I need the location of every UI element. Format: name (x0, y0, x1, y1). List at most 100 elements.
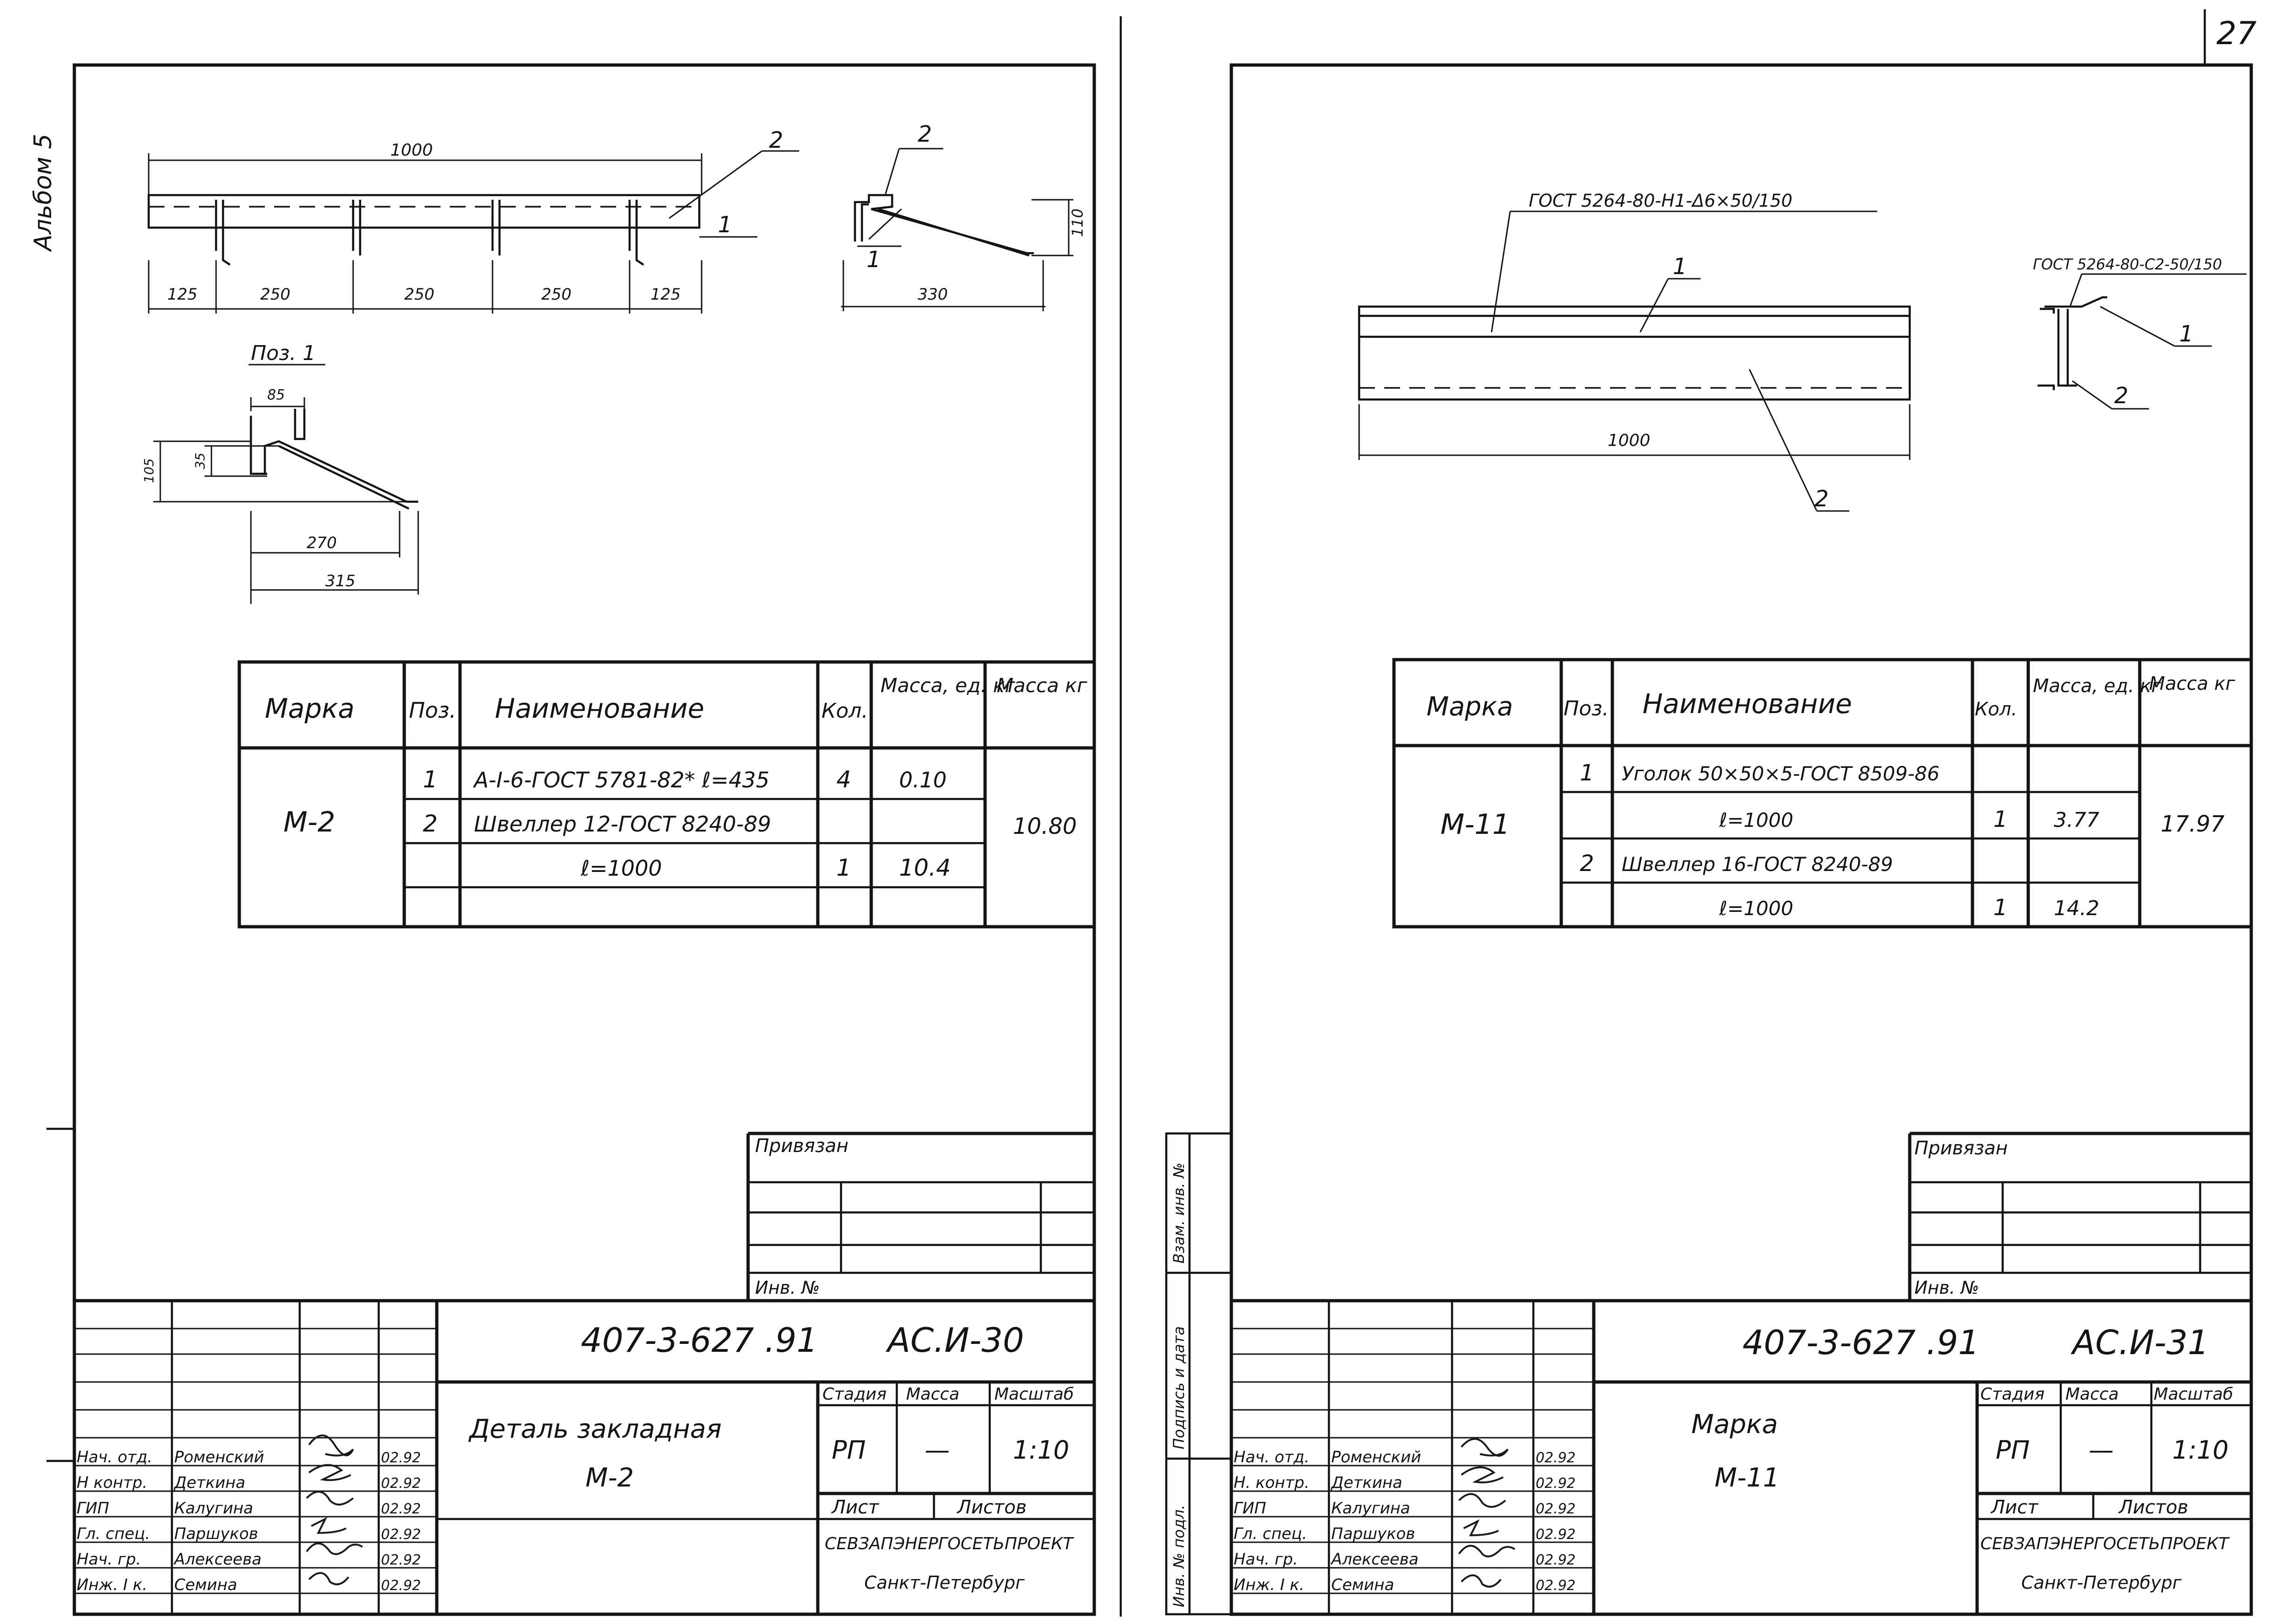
left-spec-rows: 1 А-I-6-ГОСТ 5781-82* ℓ=435 4 0.10 2 Шве… (423, 766, 951, 881)
spec-row-pos: 2 (423, 810, 438, 837)
spec-header-pos: Поз. (1564, 697, 1609, 720)
right-sheet: Взам. инв. № Подпись и дата Инв. № подл.… (1165, 63, 2253, 1616)
spec-header-qty: Кол. (1975, 699, 2017, 720)
dim-seg-3: 250 (404, 285, 434, 304)
title-mass-label: Масса (906, 1385, 960, 1404)
right-side-stamp (1165, 1132, 1233, 1616)
spec-row-name: ℓ=1000 (580, 856, 662, 881)
title-org: СЕВЗАПЭНЕРГОСЕТЬПРОЕКТ (825, 1534, 1074, 1553)
left-title-block (74, 1299, 1094, 1614)
title-mass: — (2089, 1435, 2114, 1465)
spec-header-unit-mass: Масса, ед. кг (881, 674, 1016, 697)
spec-row-name: Уголок 50×50×5-ГОСТ 8509-86 (1622, 762, 1939, 785)
spec-header-name: Наименование (1643, 688, 1852, 720)
title-line-2: М-2 (585, 1463, 634, 1493)
dim-seg-1: 125 (167, 285, 197, 304)
list-item: Нач. отд. Роменский 02.92 (1234, 1448, 1576, 1467)
spec-row-unit-mass: 3.77 (2054, 808, 2099, 832)
spec-row-pos: 2 (1580, 851, 1594, 877)
left-binding-box (746, 1132, 1094, 1301)
title-sheets-label: Листов (2118, 1497, 2188, 1518)
table-row: ℓ=1000 1 14.2 (1719, 895, 2099, 921)
right-spec-table (1392, 658, 2253, 929)
title-sheet-label: Лист (831, 1497, 880, 1518)
staff-role: ГИП (77, 1499, 109, 1518)
spec-row-unit-mass: 14.2 (2054, 897, 2099, 920)
spec-row-unit-mass: 0.10 (899, 767, 947, 792)
table-row: 1 Уголок 50×50×5-ГОСТ 8509-86 (1580, 760, 1939, 786)
binding-label: Привязан (755, 1135, 848, 1157)
staff-date: 02.92 (1536, 1450, 1576, 1466)
list-item: Инж. I к. Семина 02.92 (1234, 1576, 1576, 1594)
spec-row-name: Швеллер 12-ГОСТ 8240-89 (474, 812, 771, 837)
spec-header-name: Наименование (495, 693, 704, 724)
spec-row-qty: 1 (1993, 895, 2008, 921)
table-row: 2 Швеллер 12-ГОСТ 8240-89 (423, 810, 771, 837)
staff-date: 02.92 (381, 1552, 421, 1568)
plan-callout-1: 1 (1673, 254, 1687, 280)
page-frame (46, 9, 2206, 1617)
right-staff-list: Нач. отд. Роменский 02.92 Н. контр. Детк… (1234, 1448, 1576, 1594)
title-code: 407-3-627 .91 (581, 1321, 818, 1360)
title-code: 407-3-627 .91 (1742, 1323, 1979, 1362)
right-title-block (1231, 1299, 2251, 1614)
staff-role: Н. контр. (1234, 1473, 1309, 1492)
title-scale-label: Масштаб (994, 1385, 1074, 1404)
list-item: ГИП Калугина 02.92 (1234, 1499, 1576, 1518)
spec-row-unit-mass: 10.4 (899, 854, 951, 881)
staff-role: Нач. отд. (77, 1448, 152, 1467)
staff-role: Нач. гр. (77, 1550, 141, 1569)
dim-seg-5: 125 (651, 285, 681, 304)
table-row: ℓ=1000 1 10.4 (580, 854, 951, 881)
page-number: 27 (2216, 15, 2257, 52)
gost-top: ГОСТ 5264-80-Н1-Δ6×50/150 (1529, 190, 1793, 211)
dim-overall: 1000 (390, 141, 433, 160)
staff-date: 02.92 (1536, 1501, 1576, 1517)
spec-row-qty: 4 (836, 766, 851, 793)
spec-header-mass: Масса кг (2149, 673, 2235, 694)
left-staff-list: Нач. отд. Роменский 02.92 Н контр. Детки… (77, 1448, 421, 1594)
title-city: Санкт-Петербург (2021, 1572, 2182, 1593)
spec-mark: М-11 (1440, 808, 1510, 841)
staff-name: Роменский (1331, 1448, 1421, 1467)
dim-seg-2: 250 (260, 285, 290, 304)
title-scale-label: Масштаб (2154, 1385, 2233, 1404)
staff-name: Алексеева (1330, 1550, 1419, 1569)
table-row: ℓ=1000 1 3.77 (1719, 806, 2099, 832)
staff-role: Нач. гр. (1234, 1550, 1298, 1569)
spec-row-qty: 1 (1993, 806, 2008, 832)
staff-name: Деткина (1330, 1473, 1402, 1492)
binding-inv-label: Инв. № (755, 1277, 820, 1298)
callout-2: 2 (769, 127, 783, 153)
spec-total-mass: 17.97 (2161, 811, 2225, 837)
staff-name: Паршуков (1331, 1525, 1415, 1543)
spec-row-qty: 1 (836, 854, 851, 881)
pos-dim-height: 105 (141, 458, 157, 483)
staff-role: ГИП (1234, 1499, 1266, 1518)
list-item: Н. контр. Деткина 02.92 (1234, 1473, 1576, 1492)
list-item: Нач. отд. Роменский 02.92 (77, 1448, 421, 1467)
side-vzam-label: Взам. инв. № (1170, 1163, 1188, 1264)
title-stage: РП (1996, 1435, 2030, 1465)
list-item: Н контр. Деткина 02.92 (77, 1473, 421, 1492)
staff-name: Семина (1331, 1576, 1394, 1594)
signature (306, 1434, 363, 1585)
right-plan-view (1358, 210, 1911, 512)
pos-title: Поз. 1 (251, 341, 316, 365)
title-org: СЕВЗАПЭНЕРГОСЕТЬПРОЕКТ (1980, 1534, 2230, 1553)
side-inv-label: Инв. № подл. (1170, 1505, 1188, 1607)
title-sheet-label: Лист (1990, 1497, 2039, 1518)
title-line-2: М-11 (1715, 1463, 1780, 1493)
plan-callout-2: 2 (1814, 486, 1829, 512)
list-item: Нач. гр. Алексеева 02.92 (77, 1550, 421, 1569)
title-stage-label: Стадия (822, 1385, 887, 1404)
left-sheet: 1000 125 250 250 250 125 2 1 2 1 330 110 (72, 63, 1096, 1616)
staff-date: 02.92 (381, 1475, 421, 1492)
table-row: 1 А-I-6-ГОСТ 5781-82* ℓ=435 4 0.10 (423, 766, 947, 793)
spec-row-name: Швеллер 16-ГОСТ 8240-89 (1622, 853, 1893, 876)
spec-row-name: А-I-6-ГОСТ 5781-82* ℓ=435 (473, 767, 769, 792)
staff-date: 02.92 (1536, 1578, 1576, 1594)
staff-role: Нач. отд. (1234, 1448, 1309, 1467)
list-item: ГИП Калугина 02.92 (77, 1499, 421, 1518)
pos-dim-outer: 315 (325, 572, 355, 590)
